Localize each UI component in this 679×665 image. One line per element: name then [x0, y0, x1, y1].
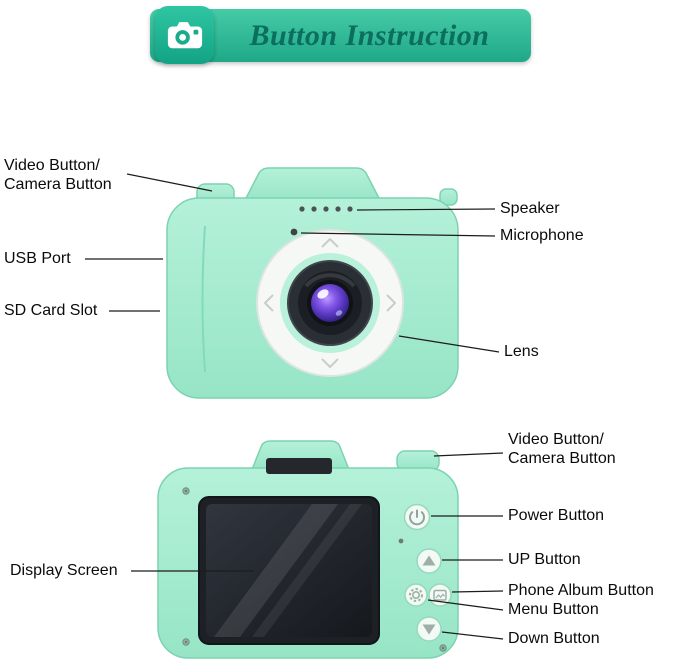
led-dot — [398, 538, 404, 544]
label-microphone: Microphone — [500, 227, 584, 244]
label-menu-button: Menu Button — [508, 601, 599, 618]
label-display-screen: Display Screen — [10, 562, 118, 579]
connector-lines — [85, 173, 504, 640]
label-sd-card-slot: SD Card Slot — [4, 302, 98, 319]
front-camera-illustration — [166, 167, 459, 399]
label-phone-album-button: Phone Album Button — [508, 582, 654, 599]
camera-icon — [155, 6, 214, 64]
label-front-video-camera-button: Video Button/ Camera Button — [4, 157, 112, 193]
label-power-button: Power Button — [508, 507, 605, 524]
label-speaker: Speaker — [500, 200, 560, 217]
label-usb-port: USB Port — [4, 250, 71, 267]
power-button-drawing — [403, 503, 431, 531]
label-up-button: UP Button — [508, 551, 581, 568]
display-screen-glass — [206, 504, 372, 637]
front-top-hump — [242, 167, 383, 203]
line-back-video-button — [433, 452, 504, 457]
label-lens: Lens — [504, 343, 539, 360]
line-down-button — [441, 631, 504, 640]
line-microphone — [300, 232, 496, 237]
up-button-drawing — [416, 548, 442, 574]
line-menu-button — [427, 599, 504, 611]
line-speaker — [356, 208, 496, 211]
back-camera-illustration — [157, 440, 459, 659]
lens-glass — [311, 284, 349, 322]
line-front-video-button — [126, 173, 213, 192]
screws — [182, 487, 447, 652]
viewfinder-window — [266, 458, 332, 474]
lens-ring-marks — [264, 238, 396, 368]
line-album-button — [451, 590, 504, 593]
screen-reflection — [214, 504, 362, 637]
camera-icon-glyph — [167, 22, 202, 49]
menu-button-drawing — [404, 583, 428, 607]
speaker-dots — [299, 206, 353, 212]
line-lens — [398, 335, 500, 353]
label-back-video-camera-button: Video Button/ Camera Button — [508, 431, 616, 467]
front-grip-line — [201, 225, 206, 373]
page-title: Button Instruction — [249, 18, 490, 52]
label-down-button: Down Button — [508, 630, 600, 647]
microphone-dot — [290, 228, 298, 236]
lens-assembly — [256, 229, 404, 377]
front-strap-loop — [439, 188, 458, 206]
down-button-drawing — [416, 616, 442, 642]
